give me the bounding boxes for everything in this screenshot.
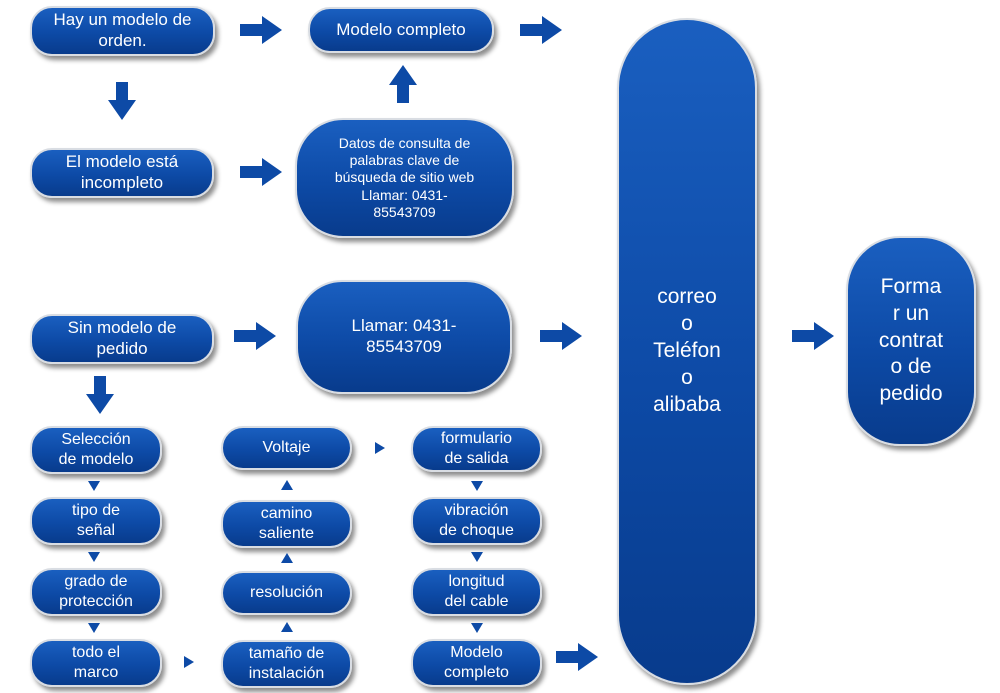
tri-down-3 [88,623,100,633]
tri-right-1 [184,656,194,668]
node-model-selection: Selección de modelo [30,426,162,474]
tri-down-2 [88,552,100,562]
node-outlet-path: camino saliente [221,500,352,548]
node-keyword-query: Datos de consulta de palabras clave de b… [295,118,514,238]
node-signal-type: tipo de señal [30,497,162,545]
arrow-right-2 [520,16,562,44]
arrow-right-1 [240,16,282,44]
node-whole-frame: todo el marco [30,639,162,687]
node-no-order-model: Sin modelo de pedido [30,314,214,364]
tri-right-2 [375,442,385,454]
arrow-right-7 [556,643,598,671]
node-contact-channels: correo o Teléfon o alibaba [617,18,757,685]
node-install-size: tamaño de instalación [221,640,352,688]
tri-down-6 [471,623,483,633]
node-has-order-model: Hay un modelo de orden. [30,6,215,56]
node-model-complete-top: Modelo completo [308,7,494,53]
node-model-incomplete: El modelo está incompleto [30,148,214,198]
node-form-contract: Forma r un contrat o de pedido [846,236,976,446]
arrow-right-3 [240,158,282,186]
arrow-up-1 [389,65,417,103]
tri-up-3 [281,480,293,490]
node-shock-vibration: vibración de choque [411,497,542,545]
node-resolution: resolución [221,571,352,615]
tri-up-2 [281,553,293,563]
arrow-right-4 [234,322,276,350]
node-protection-grade: grado de protección [30,568,162,616]
node-cable-length: longitud del cable [411,568,542,616]
tri-down-4 [471,481,483,491]
arrow-right-5 [540,322,582,350]
arrow-right-6 [792,322,834,350]
node-output-form: formulario de salida [411,426,542,472]
node-voltage: Voltaje [221,426,352,470]
tri-down-5 [471,552,483,562]
arrow-down-1 [108,82,136,120]
tri-down-1 [88,481,100,491]
arrow-down-2 [86,376,114,414]
node-model-complete-bottom: Modelo completo [411,639,542,687]
node-call-phone: Llamar: 0431- 85543709 [296,280,512,394]
tri-up-1 [281,622,293,632]
